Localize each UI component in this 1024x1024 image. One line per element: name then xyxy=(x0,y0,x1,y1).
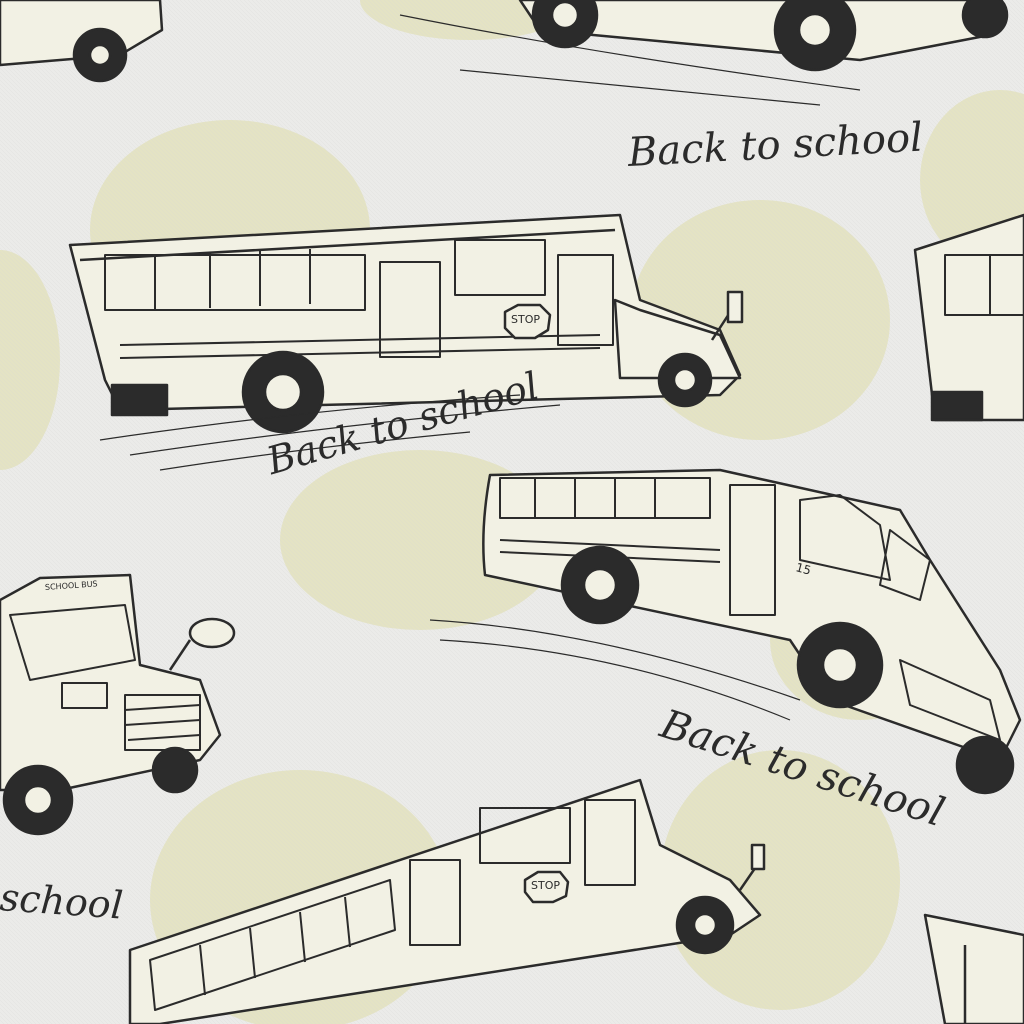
school-bus-illustration xyxy=(518,0,1009,72)
motion-lines xyxy=(99,394,561,471)
motion-lines xyxy=(399,14,861,106)
school-bus-illustration xyxy=(913,213,1024,422)
school-bus-illustration xyxy=(0,573,236,836)
stop-sign-label: STOP xyxy=(531,879,560,892)
school-bus-illustration xyxy=(68,213,744,434)
caption-partial-school: school xyxy=(0,875,125,928)
motion-lines xyxy=(429,619,801,721)
school-bus-illustration xyxy=(482,468,1022,795)
school-bus-illustration xyxy=(0,0,164,83)
stop-sign-label: STOP xyxy=(511,313,540,326)
school-bus-illustration xyxy=(128,778,766,1024)
school-bus-illustration xyxy=(923,913,1024,1024)
